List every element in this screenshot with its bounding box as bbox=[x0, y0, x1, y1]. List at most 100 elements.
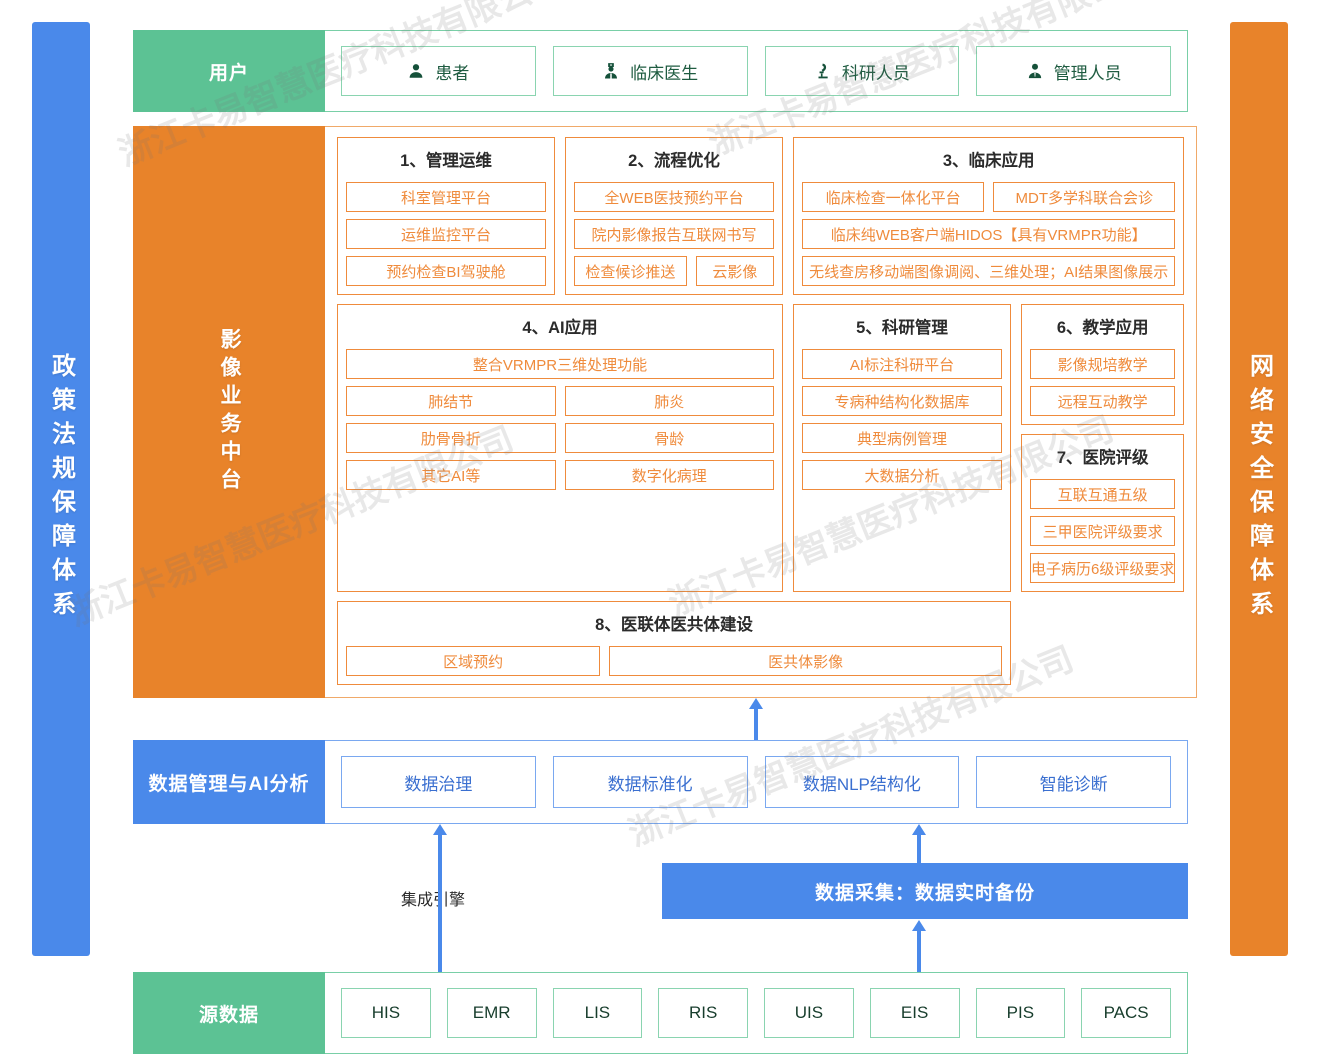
platform-cell[interactable]: 骨龄 bbox=[564, 423, 774, 453]
platform-cell[interactable]: 医共体影像 bbox=[609, 646, 1002, 676]
data-collection-bar: 数据采集：数据实时备份 bbox=[662, 863, 1188, 919]
platform-cell[interactable]: 临床检查一体化平台 bbox=[802, 182, 985, 212]
group-row: 运维监控平台 bbox=[346, 219, 546, 249]
source-chip-uis[interactable]: UIS bbox=[764, 988, 854, 1038]
group-row: 肺结节 肺炎 bbox=[346, 386, 774, 416]
group-row: 大数据分析 bbox=[802, 460, 1002, 490]
platform-cell[interactable]: MDT多学科联合会诊 bbox=[993, 182, 1176, 212]
user-layer-row: 用户 患者 临床医生 bbox=[133, 30, 1188, 112]
user-chip-label: 管理人员 bbox=[1053, 63, 1122, 83]
doctor-icon bbox=[605, 63, 618, 79]
platform-cell[interactable]: 肋骨骨折 bbox=[346, 423, 556, 453]
arrow-data-to-platform bbox=[749, 698, 763, 740]
group-row: 影像规培教学 bbox=[1030, 349, 1176, 379]
manager-icon bbox=[1028, 63, 1041, 79]
group-row: 专病种结构化数据库 bbox=[802, 386, 1002, 416]
group-row: 互联互通五级 bbox=[1030, 479, 1176, 509]
user-chip-clinician[interactable]: 临床医生 bbox=[552, 46, 748, 96]
source-chip-eis[interactable]: EIS bbox=[869, 988, 960, 1038]
platform-cell[interactable]: 数字化病理 bbox=[564, 460, 774, 490]
user-chip-label: 临床医生 bbox=[630, 63, 699, 83]
group-title: 7、医院评级 bbox=[1056, 449, 1149, 467]
user-chip-label: 科研人员 bbox=[841, 63, 910, 83]
platform-cell[interactable]: 区域预约 bbox=[346, 646, 601, 676]
group-title: 8、医联体医共体建设 bbox=[595, 616, 753, 634]
data-chip-nlp[interactable]: 数据NLP结构化 bbox=[764, 756, 960, 808]
platform-cell[interactable]: 肺结节 bbox=[346, 386, 556, 416]
policy-guarantee-label: 政策法规保障体系 bbox=[47, 353, 75, 625]
platform-cell[interactable]: 院内影像报告互联网书写 bbox=[574, 219, 774, 249]
source-chip-pacs[interactable]: PACS bbox=[1081, 988, 1171, 1038]
group-title: 5、科研管理 bbox=[856, 319, 948, 337]
network-security-label: 网络安全保障体系 bbox=[1245, 353, 1273, 625]
platform-cell[interactable]: 运维监控平台 bbox=[346, 219, 546, 249]
arrow-source-to-collect bbox=[912, 920, 926, 972]
group-row: 典型病例管理 bbox=[802, 423, 1002, 453]
platform-cell[interactable]: 三甲医院评级要求 bbox=[1030, 516, 1176, 546]
group-row: 临床检查一体化平台 MDT多学科联合会诊 bbox=[802, 182, 1176, 212]
user-chip-patient[interactable]: 患者 bbox=[341, 46, 536, 96]
platform-cell[interactable]: 肺炎 bbox=[564, 386, 774, 416]
integration-engine-label: 集成引擎 bbox=[401, 892, 466, 909]
user-chip-label: 患者 bbox=[435, 63, 470, 83]
platform-cell[interactable]: 影像规培教学 bbox=[1030, 349, 1176, 379]
user-layer-items: 患者 临床医生 科研人员 bbox=[325, 30, 1188, 112]
user-chip-researcher[interactable]: 科研人员 bbox=[764, 46, 960, 96]
platform-cell[interactable]: 电子病历6级评级要求 bbox=[1030, 553, 1176, 583]
group-teaching-application: 6、教学应用 影像规培教学 远程互动教学 bbox=[1021, 304, 1185, 425]
source-data-label: 源数据 bbox=[133, 972, 325, 1054]
platform-cell[interactable]: 远程互动教学 bbox=[1030, 386, 1176, 416]
group-title: 4、AI应用 bbox=[522, 319, 598, 337]
imaging-platform-label: 影像业务中台 bbox=[218, 328, 241, 496]
platform-cell[interactable]: 互联互通五级 bbox=[1030, 479, 1176, 509]
group-title: 2、流程优化 bbox=[628, 152, 720, 170]
band2-left-column: 4、AI应用 整合VRMPR三维处理功能 肺结节 肺炎 肋骨骨折 骨龄 bbox=[337, 304, 783, 592]
platform-cell[interactable]: 检查候诊推送 bbox=[574, 256, 687, 286]
data-management-items: 数据治理 数据标准化 数据NLP结构化 智能诊断 bbox=[325, 740, 1188, 824]
imaging-platform-row: 影像业务中台 1、管理运维 科室管理平台 运维监控平台 预约检查BI驾驶舱 bbox=[133, 126, 1198, 698]
group-row: 科室管理平台 bbox=[346, 182, 546, 212]
platform-cell[interactable]: 云影像 bbox=[695, 256, 774, 286]
source-chip-emr[interactable]: EMR bbox=[446, 988, 537, 1038]
platform-cell[interactable]: 临床纯WEB客户端HIDOS【具有VRMPR功能】 bbox=[802, 219, 1176, 249]
platform-cell[interactable]: 科室管理平台 bbox=[346, 182, 546, 212]
data-chip-standardize[interactable]: 数据标准化 bbox=[552, 756, 748, 808]
platform-cell[interactable]: AI标注科研平台 bbox=[802, 349, 1002, 379]
group-row: 三甲医院评级要求 bbox=[1030, 516, 1176, 546]
source-data-row: 源数据 HIS EMR LIS RIS UIS EIS PIS PACS bbox=[133, 972, 1188, 1054]
group-hospital-rating: 7、医院评级 互联互通五级 三甲医院评级要求 电子病历6级评级要求 bbox=[1021, 434, 1185, 592]
group-row: 全WEB医技预约平台 bbox=[574, 182, 774, 212]
source-chip-his[interactable]: HIS bbox=[341, 988, 431, 1038]
group-row: 其它AI等 数字化病理 bbox=[346, 460, 774, 490]
data-chip-governance[interactable]: 数据治理 bbox=[341, 756, 536, 808]
person-icon bbox=[410, 64, 423, 78]
group-process-optimization: 2、流程优化 全WEB医技预约平台 院内影像报告互联网书写 检查候诊推送 云影像 bbox=[565, 137, 783, 295]
platform-cell[interactable]: 大数据分析 bbox=[802, 460, 1002, 490]
band2-right-column: 6、教学应用 影像规培教学 远程互动教学 7、医院评级 互联互通五级 bbox=[1021, 304, 1185, 592]
group-row: 检查候诊推送 云影像 bbox=[574, 256, 774, 286]
group-title: 6、教学应用 bbox=[1056, 319, 1149, 337]
data-management-row: 数据管理与AI分析 数据治理 数据标准化 数据NLP结构化 智能诊断 bbox=[133, 740, 1188, 824]
group-row: 预约检查BI驾驶舱 bbox=[346, 256, 546, 286]
group-row: 远程互动教学 bbox=[1030, 386, 1176, 416]
group-clinical-application: 3、临床应用 临床检查一体化平台 MDT多学科联合会诊 临床纯WEB客户端HID… bbox=[793, 137, 1185, 295]
platform-cell[interactable]: 典型病例管理 bbox=[802, 423, 1002, 453]
platform-cell[interactable]: 专病种结构化数据库 bbox=[802, 386, 1002, 416]
platform-cell[interactable]: 无线查房移动端图像调阅、三维处理；AI结果图像展示 bbox=[802, 256, 1176, 286]
platform-cell[interactable]: 全WEB医技预约平台 bbox=[574, 182, 774, 212]
source-chip-lis[interactable]: LIS bbox=[552, 988, 643, 1038]
group-research-management: 5、科研管理 AI标注科研平台 专病种结构化数据库 典型病例管理 大数据分析 bbox=[793, 304, 1011, 592]
platform-cell[interactable]: 预约检查BI驾驶舱 bbox=[346, 256, 546, 286]
platform-band-1: 1、管理运维 科室管理平台 运维监控平台 预约检查BI驾驶舱 2、流程优化 全W… bbox=[337, 137, 1185, 295]
group-title: 1、管理运维 bbox=[400, 152, 492, 170]
source-chip-pis[interactable]: PIS bbox=[975, 988, 1066, 1038]
platform-cell[interactable]: 整合VRMPR三维处理功能 bbox=[346, 349, 774, 379]
policy-guarantee-bar: 政策法规保障体系 bbox=[32, 22, 90, 956]
data-management-label: 数据管理与AI分析 bbox=[133, 740, 325, 824]
source-chip-ris[interactable]: RIS bbox=[658, 988, 748, 1038]
group-row: 区域预约 医共体影像 bbox=[346, 646, 1002, 676]
arrow-integration-engine bbox=[433, 824, 447, 972]
data-chip-smart-diag[interactable]: 智能诊断 bbox=[976, 756, 1171, 808]
platform-cell[interactable]: 其它AI等 bbox=[346, 460, 556, 490]
user-chip-administrator[interactable]: 管理人员 bbox=[976, 46, 1171, 96]
